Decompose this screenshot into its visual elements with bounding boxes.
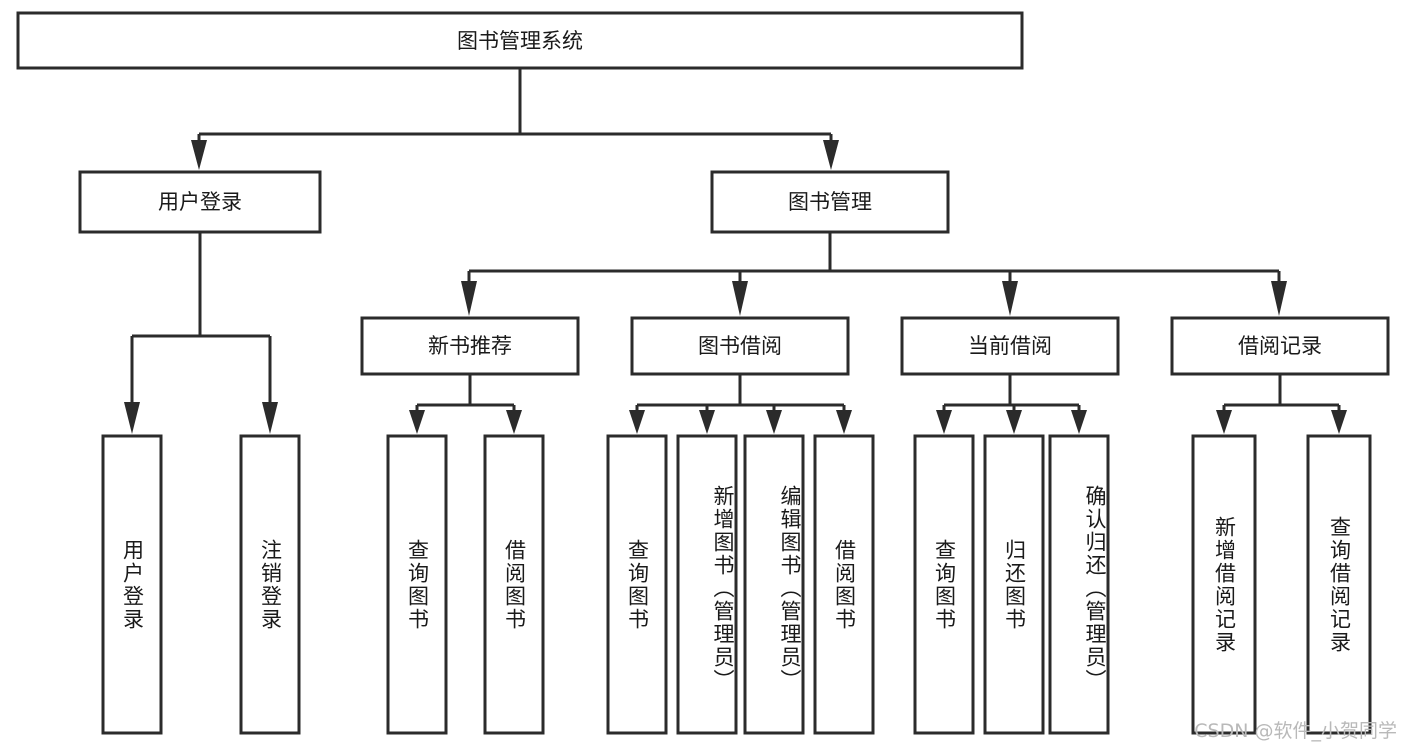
root-box[interactable] xyxy=(16,11,1024,70)
arrow-to-leaf-add-borrow-record xyxy=(1216,410,1232,434)
leaf-box-query-book-1[interactable] xyxy=(386,434,448,735)
leaf-box-return-book[interactable] xyxy=(983,434,1045,735)
user-login-label: 用户登录 xyxy=(158,190,242,214)
leaf-box-borrow-book-1[interactable] xyxy=(483,434,545,735)
leaf-box-query-borrow-record[interactable] xyxy=(1306,434,1372,735)
arrow-to-leaf-logout xyxy=(262,402,278,434)
node-book-management[interactable]: 图书管理 xyxy=(710,170,950,234)
connector-newbook-to-leaves xyxy=(409,374,522,434)
connector-userlogin-to-leaves xyxy=(124,232,278,434)
current-borrow-box[interactable] xyxy=(900,316,1120,376)
arrow-to-new-book-recommend xyxy=(461,281,477,316)
book-management-box[interactable] xyxy=(710,170,950,234)
leaf-box-add-borrow-record[interactable] xyxy=(1191,434,1257,735)
leaf-box-confirm-return[interactable] xyxy=(1048,434,1110,735)
root-label: 图书管理系统 xyxy=(457,29,583,53)
current-borrow-label: 当前借阅 xyxy=(968,334,1052,358)
connector-bookmgmt-to-level3 xyxy=(461,232,1287,316)
new-book-recommend-box[interactable] xyxy=(360,316,580,376)
node-current-borrow[interactable]: 当前借阅 xyxy=(900,316,1120,376)
borrow-records-label: 借阅记录 xyxy=(1238,334,1322,358)
node-user-login[interactable]: 用户登录 xyxy=(78,170,322,234)
node-borrow-records[interactable]: 借阅记录 xyxy=(1170,316,1390,376)
borrow-records-box[interactable] xyxy=(1170,316,1390,376)
new-book-recommend-label: 新书推荐 xyxy=(428,334,512,358)
arrow-to-leaf-user-login xyxy=(124,402,140,434)
connector-currentborrow-to-leaves xyxy=(936,374,1087,434)
book-borrow-label: 图书借阅 xyxy=(698,334,782,358)
leaf-box-logout[interactable] xyxy=(239,434,301,735)
arrow-to-leaf-query-book-1 xyxy=(409,410,425,434)
arrow-to-leaf-edit-book xyxy=(766,410,782,434)
arrow-to-borrow-records xyxy=(1271,281,1287,316)
connector-bookborrow-to-leaves xyxy=(629,374,852,434)
leaf-box-add-book[interactable] xyxy=(676,434,738,735)
arrow-to-leaf-return-book xyxy=(1006,410,1022,434)
arrow-to-leaf-query-book-3 xyxy=(936,410,952,434)
connector-root-to-level2 xyxy=(191,68,839,170)
arrow-to-book-manage xyxy=(823,140,839,170)
arrow-to-user-login xyxy=(191,140,207,170)
arrow-to-leaf-borrow-book-2 xyxy=(836,410,852,434)
csdn-watermark: CSDN @软件_小贺同学 xyxy=(1194,720,1397,742)
node-book-borrow[interactable]: 图书借阅 xyxy=(630,316,850,376)
arrow-to-leaf-borrow-book-1 xyxy=(506,410,522,434)
arrow-to-leaf-query-book-2 xyxy=(629,410,645,434)
leaf-boxes-group xyxy=(101,434,1372,735)
node-new-book-recommend[interactable]: 新书推荐 xyxy=(360,316,580,376)
leaf-box-query-book-2[interactable] xyxy=(606,434,668,735)
arrow-to-leaf-confirm-return xyxy=(1071,410,1087,434)
arrow-to-leaf-add-book xyxy=(699,410,715,434)
leaf-box-user-login[interactable] xyxy=(101,434,163,735)
leaf-box-borrow-book-2[interactable] xyxy=(813,434,875,735)
book-management-label: 图书管理 xyxy=(788,190,872,214)
leaf-box-edit-book[interactable] xyxy=(743,434,805,735)
book-borrow-box[interactable] xyxy=(630,316,850,376)
arrow-to-current-borrow xyxy=(1002,281,1018,316)
arrow-to-book-borrow xyxy=(732,281,748,316)
leaf-box-query-book-3[interactable] xyxy=(913,434,975,735)
node-root[interactable]: 图书管理系统 xyxy=(16,11,1024,70)
connector-borrowrecords-to-leaves xyxy=(1216,374,1347,434)
arrow-to-leaf-query-borrow-record xyxy=(1331,410,1347,434)
